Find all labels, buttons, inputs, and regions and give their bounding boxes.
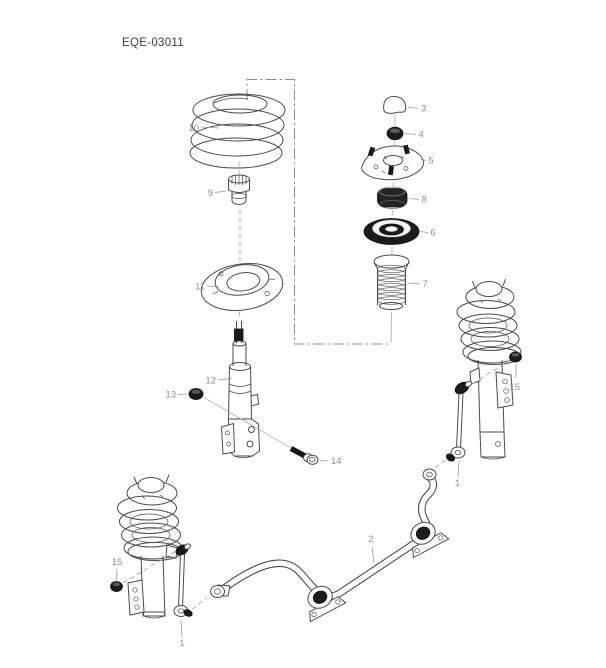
part-stabilizer-bar xyxy=(218,475,438,600)
part-bump-stopper xyxy=(228,174,250,206)
strut-assembly-right xyxy=(456,278,522,460)
callout-dust-cover: 7 xyxy=(423,279,428,290)
part-strut xyxy=(220,321,261,459)
leader-strut-bolt xyxy=(319,460,329,462)
leader-cap xyxy=(407,106,419,109)
callout-bump-stopper: 9 xyxy=(208,188,213,199)
callout-lock-nut: 4 xyxy=(419,130,424,141)
callout-coil-spring: 10 xyxy=(188,123,199,134)
part-spring-seat xyxy=(200,263,284,311)
callout-link-right: 1 xyxy=(455,478,460,489)
callout-spring-seat: 11 xyxy=(195,282,205,293)
part-lock-nut xyxy=(386,126,404,141)
leader-bushing xyxy=(408,198,420,200)
part-dust-cover xyxy=(373,254,410,310)
link-axis-right xyxy=(465,359,511,389)
callout-link-left: 1 xyxy=(179,638,184,649)
link-lower-axis-left xyxy=(191,597,208,610)
axis-line xyxy=(391,209,393,217)
stabilizer-bushing-right xyxy=(410,521,450,559)
leader-bump-stopper xyxy=(214,190,227,193)
leader-strut-bearing xyxy=(419,231,429,233)
bolt-axis-line xyxy=(203,397,293,449)
part-coil-spring xyxy=(189,93,286,169)
callout-cap: 3 xyxy=(421,104,426,115)
leader-strut-insulator xyxy=(420,159,427,161)
part-bushing xyxy=(377,186,408,209)
leader-lock-nut xyxy=(404,133,417,135)
part-strut-nut xyxy=(188,388,204,400)
part-stabilizer-link-left xyxy=(173,543,193,617)
callout-link-nut-right: 15 xyxy=(510,382,521,393)
figure-code-label: EQE-03011 xyxy=(122,37,184,49)
part-strut-insulator xyxy=(361,144,425,181)
leader-link-nut-left xyxy=(116,568,118,581)
leader-link-left xyxy=(180,619,183,638)
stabilizer-bar-eye-left xyxy=(210,584,231,598)
leader-strut xyxy=(217,378,233,381)
link-axis-left xyxy=(122,550,177,584)
callout-strut-nut: 13 xyxy=(165,390,176,401)
leader-coil-spring xyxy=(200,126,220,129)
part-strut-bearing xyxy=(363,218,420,245)
leader-link-right xyxy=(457,460,460,478)
stabilizer-bushing-left xyxy=(307,585,347,623)
axis-line xyxy=(238,310,241,320)
stabilizer-bar-eye-right xyxy=(422,468,437,481)
part-cap xyxy=(383,95,407,114)
leader-stabilizer-bar xyxy=(371,546,375,563)
assembly-chain-line xyxy=(246,79,391,345)
leader-dust-cover xyxy=(407,282,421,285)
part-stabilizer-link-right xyxy=(445,380,473,462)
axis-line xyxy=(390,311,392,344)
leader-spring-seat xyxy=(206,285,220,288)
callout-strut-insulator: 5 xyxy=(429,156,434,167)
leader-strut-nut xyxy=(177,393,188,395)
callout-strut-bolt: 14 xyxy=(331,456,342,467)
strut-assembly-left xyxy=(117,474,183,619)
callout-strut: 12 xyxy=(205,376,216,387)
part-link-nut-left xyxy=(110,581,123,592)
part-strut-bolt xyxy=(289,446,319,465)
callout-bushing: 8 xyxy=(422,195,427,206)
callout-link-nut-left: 15 xyxy=(112,557,123,568)
link-lower-axis-right xyxy=(432,459,447,470)
callout-stabilizer-bar: 2 xyxy=(368,534,373,545)
part-link-nut-right xyxy=(509,351,522,363)
callout-strut-bearing: 6 xyxy=(431,228,436,239)
